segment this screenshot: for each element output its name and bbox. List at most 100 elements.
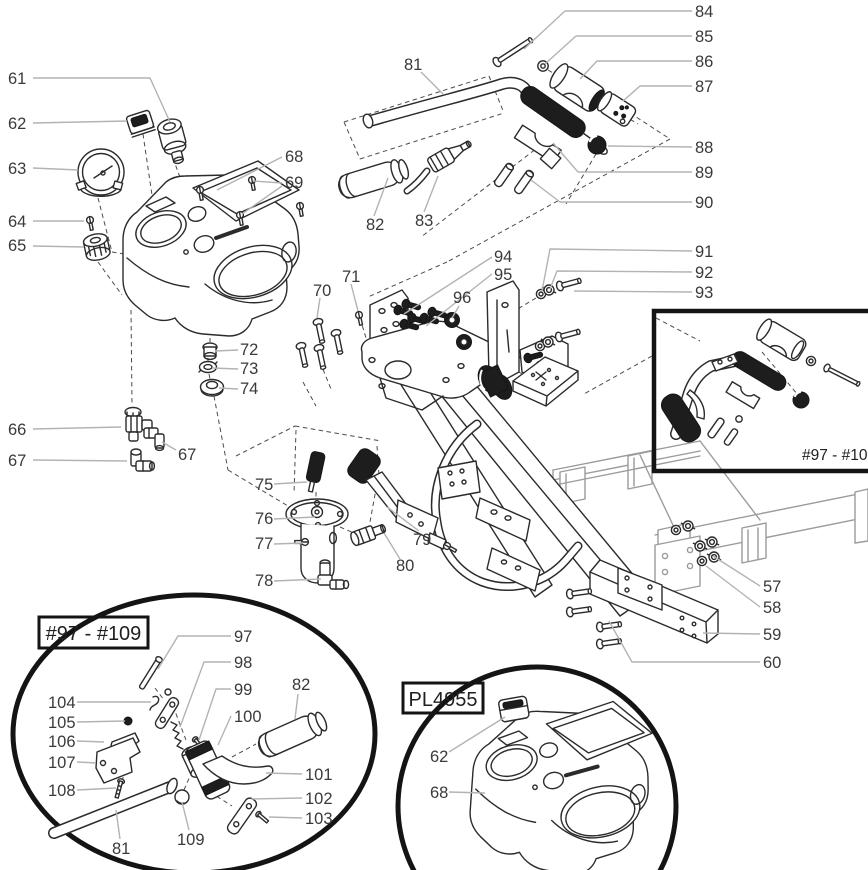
valve-83 <box>403 140 472 195</box>
callout-104: 104 <box>48 694 76 712</box>
inset-bottom-left-art <box>48 656 331 839</box>
bracket-107 <box>95 737 141 784</box>
leader-line-71 <box>350 283 359 312</box>
callout-66: 66 <box>8 421 26 439</box>
inset-top-right: #97 - #109 <box>651 308 868 474</box>
callout-71: 71 <box>342 268 360 286</box>
inset-top-right-art <box>656 317 861 446</box>
leader-line-67 <box>32 459 128 462</box>
leader-line-79 <box>386 506 420 532</box>
leader-line-70 <box>316 297 321 319</box>
leader-line-62 <box>448 716 506 753</box>
leader-line-87 <box>622 85 692 102</box>
clamp-89 <box>513 124 562 170</box>
callout-59: 59 <box>763 626 781 644</box>
leader-line-102 <box>250 797 303 800</box>
callout-103: 103 <box>305 810 333 828</box>
fittings <box>124 342 225 472</box>
callout-106: 106 <box>48 733 76 751</box>
callout-69: 69 <box>285 174 303 192</box>
leader-line-65 <box>32 245 85 248</box>
leader-line-86 <box>579 60 692 80</box>
switch-62 <box>125 109 156 138</box>
leader-line-80 <box>383 532 401 560</box>
rear-frame <box>552 440 868 596</box>
callout-74: 74 <box>240 380 258 398</box>
callout-81: 81 <box>112 840 130 858</box>
leader-line-100 <box>217 715 232 746</box>
callout-109: 109 <box>177 831 205 849</box>
leader-line-99 <box>198 688 231 741</box>
callout-78: 78 <box>255 572 273 590</box>
leader-line-88 <box>607 145 693 148</box>
inset-top-right-label: #97 - #109 <box>802 447 868 464</box>
leader-line-75 <box>273 481 308 485</box>
leader-line-84 <box>523 10 692 50</box>
pump-assembly <box>285 451 387 590</box>
leader-line-78 <box>273 578 322 582</box>
screw-103 <box>255 810 270 824</box>
callout-73: 73 <box>240 360 258 378</box>
callout-80: 80 <box>396 557 414 575</box>
callout-83: 83 <box>415 212 433 230</box>
leader-line-73 <box>211 367 239 370</box>
pin-97 <box>138 656 163 690</box>
nipple-72 <box>202 342 218 361</box>
leader-line-108 <box>76 787 117 791</box>
leader-line-59 <box>702 632 761 635</box>
cap-61 <box>156 118 187 165</box>
valve-75 <box>305 451 326 493</box>
elbow-78 <box>317 559 350 590</box>
callout-70: 70 <box>313 282 331 300</box>
callout-108: 108 <box>48 782 76 800</box>
ball-105 <box>123 716 133 726</box>
nut-65 <box>82 233 111 261</box>
pins-90 <box>493 162 535 195</box>
callout-62: 62 <box>8 115 26 133</box>
callout-101: 101 <box>305 766 333 784</box>
leader-line-98 <box>179 661 231 728</box>
leader-line-61 <box>33 77 171 123</box>
leader-line-58 <box>705 565 761 608</box>
leader-line-81 <box>420 71 444 95</box>
callout-81: 81 <box>404 56 422 74</box>
switch-62-inset <box>498 695 530 723</box>
steering-head <box>294 275 583 411</box>
elbow-67b <box>130 448 156 472</box>
leader-line-107 <box>76 761 97 764</box>
leader-line-96 <box>451 305 460 319</box>
callout-57: 57 <box>763 578 781 596</box>
handlebar-assembly <box>335 37 637 202</box>
callout-65: 65 <box>8 237 26 255</box>
callout-79: 79 <box>413 531 431 549</box>
callout-61: 61 <box>8 70 26 88</box>
black-roller <box>477 364 513 400</box>
inset-bottom-right-label: PL4955 <box>409 689 478 711</box>
fitting-80 <box>350 524 387 547</box>
leader-line-109 <box>181 801 190 831</box>
nut-73 <box>198 360 218 374</box>
console-assembly <box>75 109 306 338</box>
leader-line-105 <box>76 720 126 723</box>
frame-bracket-plates <box>437 460 541 592</box>
leader-line-103 <box>268 816 303 819</box>
leader-line-94 <box>403 256 493 315</box>
callout-102: 102 <box>305 790 333 808</box>
callout-96: 96 <box>453 289 471 307</box>
leader-line-76 <box>273 516 316 520</box>
leader-line-101 <box>265 772 303 775</box>
callout-91: 91 <box>695 243 713 261</box>
callout-75: 75 <box>255 476 273 494</box>
plate-102 <box>226 797 258 835</box>
callout-77: 77 <box>255 535 273 553</box>
leader-line-81 <box>115 809 121 840</box>
leader-line-74 <box>218 387 239 390</box>
callout-84: 84 <box>695 3 713 21</box>
callout-64: 64 <box>8 213 26 231</box>
leader-line-106 <box>76 740 105 743</box>
leader-line-89 <box>552 142 692 173</box>
rear-cross-member <box>565 520 722 650</box>
leader-line-85 <box>544 35 692 65</box>
